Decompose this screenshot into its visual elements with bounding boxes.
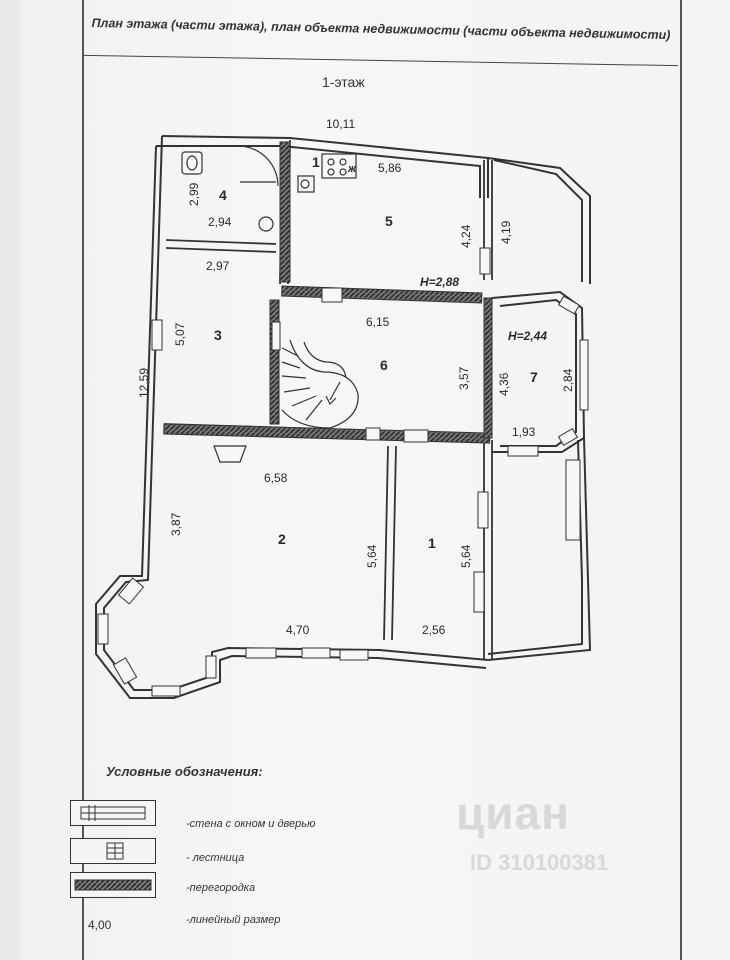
- legend-symbol-wall-window-door: [70, 800, 156, 826]
- dimensions-vertical: 2,99 5,07 12,59 4,24 4,19 3,57 4,36 2,84…: [137, 182, 575, 568]
- dim-room5-height: 4,24: [459, 224, 473, 248]
- dim-room4-height: 2,99: [187, 182, 201, 206]
- stairs-icon: [106, 842, 124, 860]
- legend-label-wall-window-door: -стена с окном и дверью: [186, 818, 316, 830]
- dim-overall-width: 10,11: [326, 117, 355, 131]
- dim-room7-height: 4,36: [497, 372, 511, 396]
- room-number-1: 1: [428, 535, 436, 551]
- ceiling-height-main: H=2,88: [420, 275, 459, 289]
- spiral-staircase: [281, 339, 359, 429]
- dim-room6-width: 6,15: [366, 315, 390, 329]
- outer-walls: [95, 135, 592, 699]
- dim-room2-bottom: 4,70: [286, 623, 310, 637]
- dim-room5-width: 5,86: [378, 161, 402, 175]
- ceiling-height-room7: H=2,44: [508, 329, 547, 343]
- kitchen-marker-label: ж: [347, 163, 357, 175]
- kitchen-marker-number: 1: [312, 154, 320, 170]
- legend-label-partition: -перегородка: [186, 882, 256, 894]
- room-number-3: 3: [214, 327, 222, 343]
- dim-room1-height: 5,64: [459, 544, 473, 568]
- dim-room6-height: 3,57: [457, 366, 471, 390]
- legend-title: Условные обозначения:: [106, 764, 263, 779]
- watermark-id: ID 310100381: [470, 850, 609, 875]
- ceiling-heights: H=2,88 H=2,44: [420, 275, 547, 343]
- wall-window-door-icon: [80, 805, 146, 821]
- dim-room3-width: 2,97: [206, 259, 230, 273]
- dim-room4-width: 2,94: [208, 215, 232, 229]
- dim-room1-bottom: 2,56: [422, 623, 446, 637]
- room-number-6: 6: [380, 357, 388, 373]
- room-number-5: 5: [385, 213, 393, 229]
- dim-overall-height: 12,59: [137, 368, 151, 398]
- dim-room3-height: 5,07: [173, 322, 187, 346]
- dim-room2-inner-height: 5,64: [365, 544, 379, 568]
- legend-symbol-partition: [70, 872, 156, 898]
- dim-room7-inner-height: 2,84: [561, 368, 575, 392]
- windows: [97, 247, 589, 697]
- document-frame: [82, 0, 682, 960]
- room-number-4: 4: [219, 187, 227, 203]
- watermark-logo: циан: [456, 787, 570, 839]
- legend-label-stairs: - лестница: [186, 852, 245, 864]
- legend-sample-dimension: 4,00: [88, 918, 112, 932]
- legend-symbol-stairs: [70, 838, 156, 864]
- legend-label-linear-dimension: -линейный размер: [186, 914, 281, 926]
- dim-east-height: 4,19: [499, 220, 513, 244]
- partition-icon: [74, 879, 152, 891]
- dim-room2-height: 3,87: [169, 512, 183, 536]
- dimensions-horizontal: 10,11 5,86 2,94 2,97 6,15 1,93 6,58 4,70…: [206, 117, 536, 637]
- room-number-7: 7: [530, 369, 538, 385]
- room-number-2: 2: [278, 531, 286, 547]
- dim-room7-width: 1,93: [512, 425, 536, 439]
- fixtures: [181, 145, 357, 463]
- dim-room2-width: 6,58: [264, 471, 288, 485]
- room-numbers: 4 5 3 6 7 2 1 1 ж: [214, 154, 538, 551]
- floor-label: 1-этаж: [322, 74, 365, 90]
